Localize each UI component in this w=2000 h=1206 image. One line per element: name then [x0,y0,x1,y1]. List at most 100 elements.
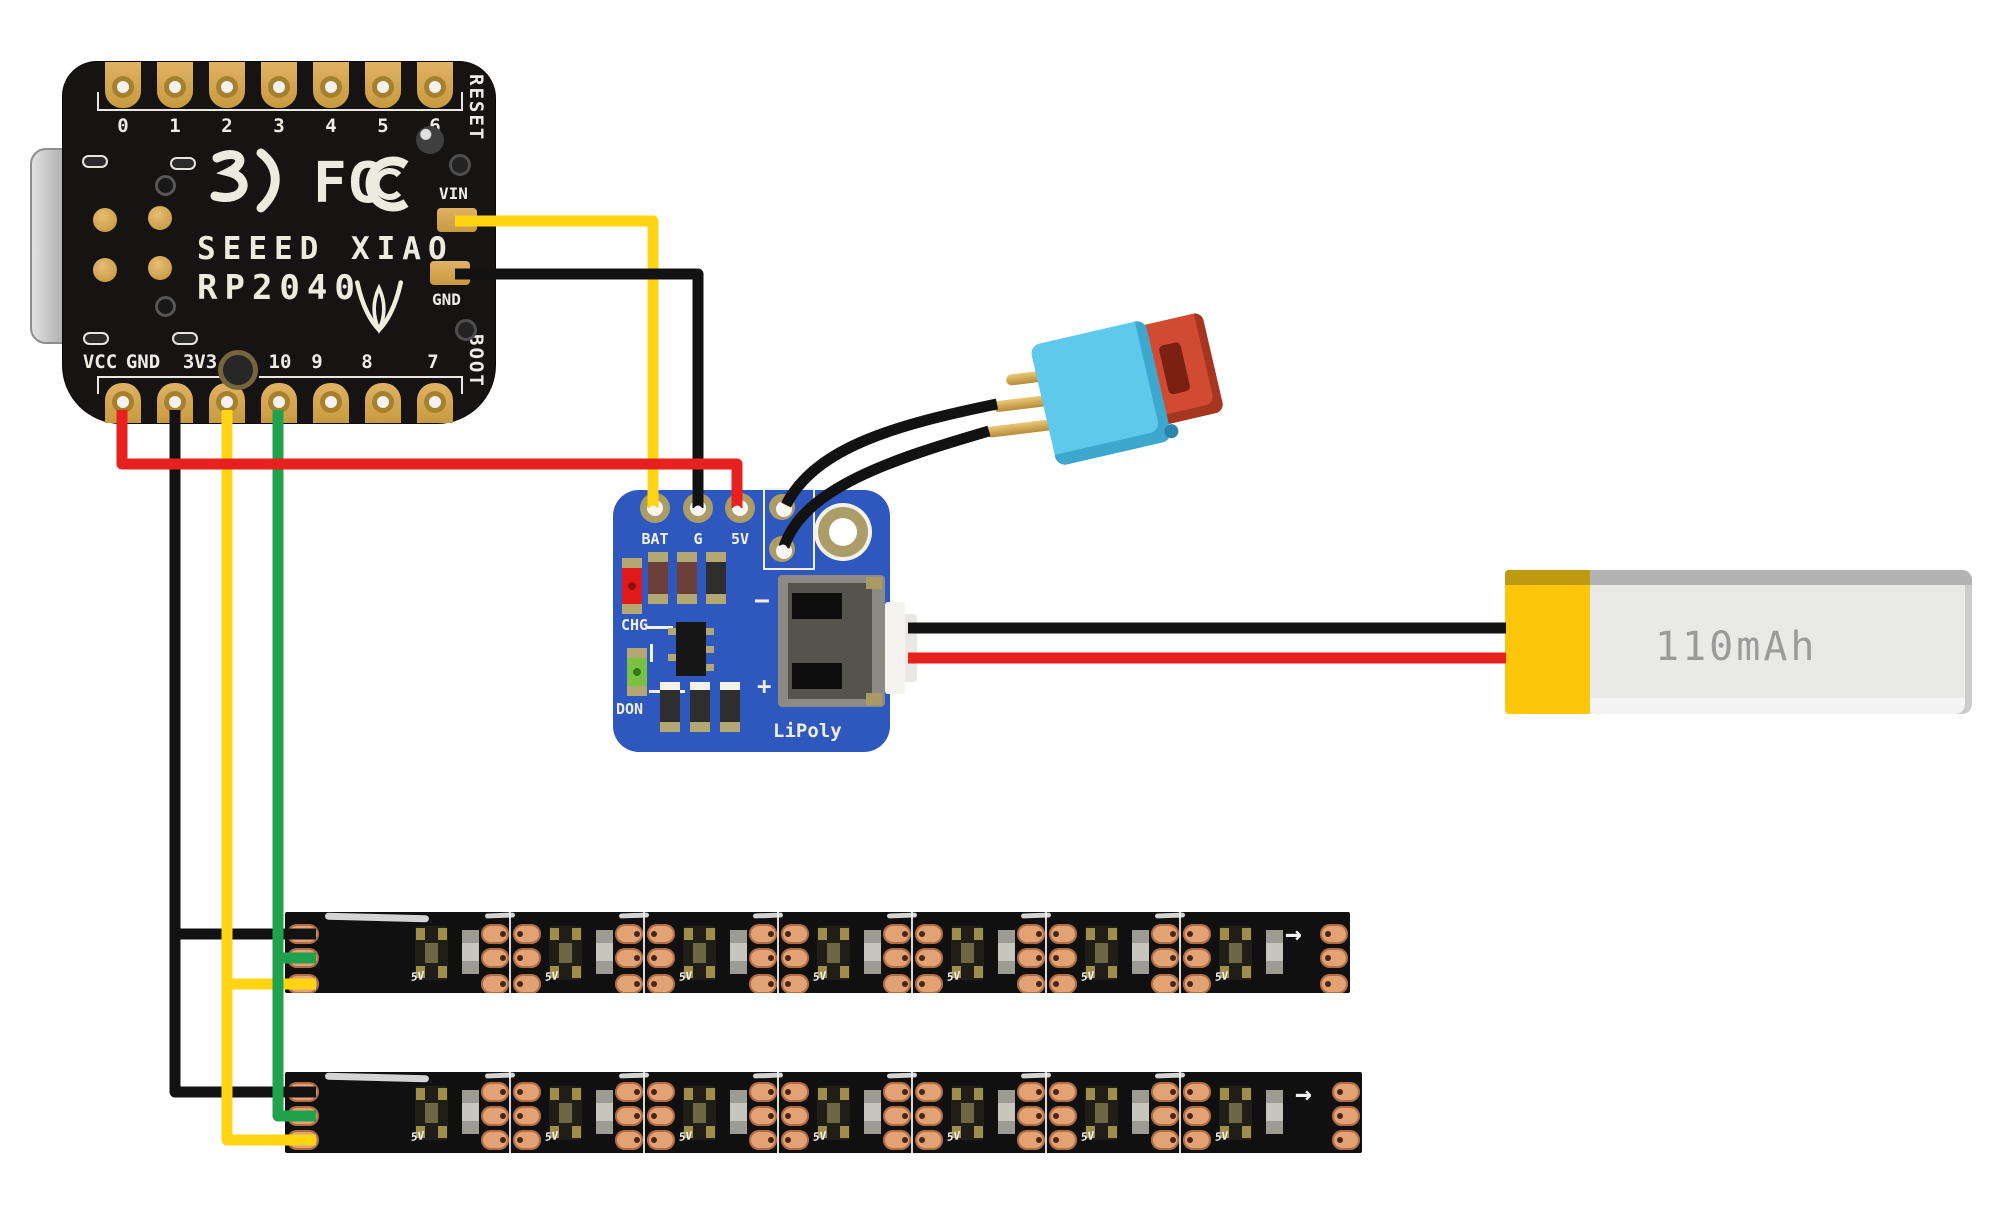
pad-hole [768,931,774,937]
capacitor-band [864,943,881,961]
capacitor-icon [730,930,747,974]
pad-hole [1187,955,1193,961]
capacitor-band [998,1103,1015,1121]
led-contact [974,928,983,940]
led-chip [1085,1086,1118,1140]
pad-hole [785,931,791,937]
pin-hole [268,391,290,413]
ic-pin [668,654,676,661]
copper-pad [615,1082,643,1102]
boot-button-icon [455,319,477,341]
pad-hole [902,981,908,987]
strip-5v-label: 5V [678,969,694,984]
silk-squiggle [1154,1072,1186,1079]
pad-hole [902,931,908,937]
led-die [1229,1103,1242,1123]
pad-hole [785,1113,791,1119]
pad-hole [919,981,925,987]
pad-hole [768,981,774,987]
xiao-bottom-pin-GND [157,383,193,423]
top-silk-tick-left [97,92,99,111]
led-contact [1086,966,1095,978]
copper-pad [647,948,675,968]
copper-pad [781,924,809,944]
capacitor-icon [720,690,740,722]
led-contact [952,1088,961,1100]
charger-pin-5V [725,493,755,523]
seeed-leaf-icon [354,280,404,334]
copper-pad [915,1130,943,1150]
smd-pad [648,594,668,604]
led-contact [1108,966,1117,978]
pad-hole [768,1137,774,1143]
led-die [961,1103,974,1123]
charger-pin-BAT [640,493,670,523]
top-pin-label: 3 [273,115,285,137]
led-contact [1242,1126,1251,1138]
copper-pad [749,974,777,993]
pad-hole [500,1137,506,1143]
silk-squiggle [752,1072,784,1079]
mounting-hole-icon [218,350,258,390]
copper-pad [915,924,943,944]
pad-hole [634,1113,640,1119]
pad-hole [1053,981,1059,987]
silk-squiggle [1020,1072,1052,1079]
copper-pad [615,1106,643,1126]
pad-hole [634,1089,640,1095]
led-die [425,1103,438,1123]
led-pad [622,604,642,614]
copper-pad [883,974,911,993]
charger-ic-icon [676,622,706,676]
strip-5v-label: 5V [544,1129,560,1144]
bottom-pin-label: 10 [268,351,292,373]
pad-hole [500,931,506,937]
pad-hole [1170,931,1176,937]
copper-pad [615,974,643,993]
copper-pad [513,974,541,993]
gold-test-pad [148,256,172,280]
led-contact [840,1088,849,1100]
led-contact [550,966,559,978]
silk-squiggle [484,912,516,919]
gnd-label: GND [432,290,461,309]
copper-pad [513,1130,541,1150]
xiao-rp2040-board: 0VCC1GND23V3310495867 FC SEEED XIAO RP20… [63,62,495,423]
strip-cut-line [911,912,913,993]
strip-5v-label: 5V [1214,1129,1230,1144]
copper-pad [1049,1130,1077,1150]
capacitor-icon [998,1090,1015,1134]
strip-5v-label: 5V [946,1129,962,1144]
led-contact [1242,966,1251,978]
jst-connector [778,575,885,707]
capacitor-band [1266,943,1283,961]
smd-pad [720,682,740,690]
led-chip [549,1086,582,1140]
copper-pad [647,924,675,944]
copper-pad [1151,974,1179,993]
led-contact [840,1126,849,1138]
pad-hole [1337,1089,1343,1095]
led-contact [1220,1088,1229,1100]
top-pin-label: 1 [169,115,181,137]
smd-pad [690,682,710,690]
jst-plug [885,602,905,694]
copper-pad [883,1106,911,1126]
battery-yellow-band [1505,570,1590,585]
smd-pad [82,155,108,168]
led-contact [684,1126,693,1138]
smd-pad [648,552,668,562]
pad-hole [517,981,523,987]
led-contact [684,1088,693,1100]
chg-label: CHG [621,616,649,634]
smd-pad [170,157,196,170]
pad-hole [309,955,315,961]
led-die [1095,1103,1108,1123]
copper-pad [883,1082,911,1102]
copper-pad-end [1332,1106,1360,1126]
copper-pad [615,924,643,944]
pad-hole [1187,981,1193,987]
pin-hole [216,76,238,98]
